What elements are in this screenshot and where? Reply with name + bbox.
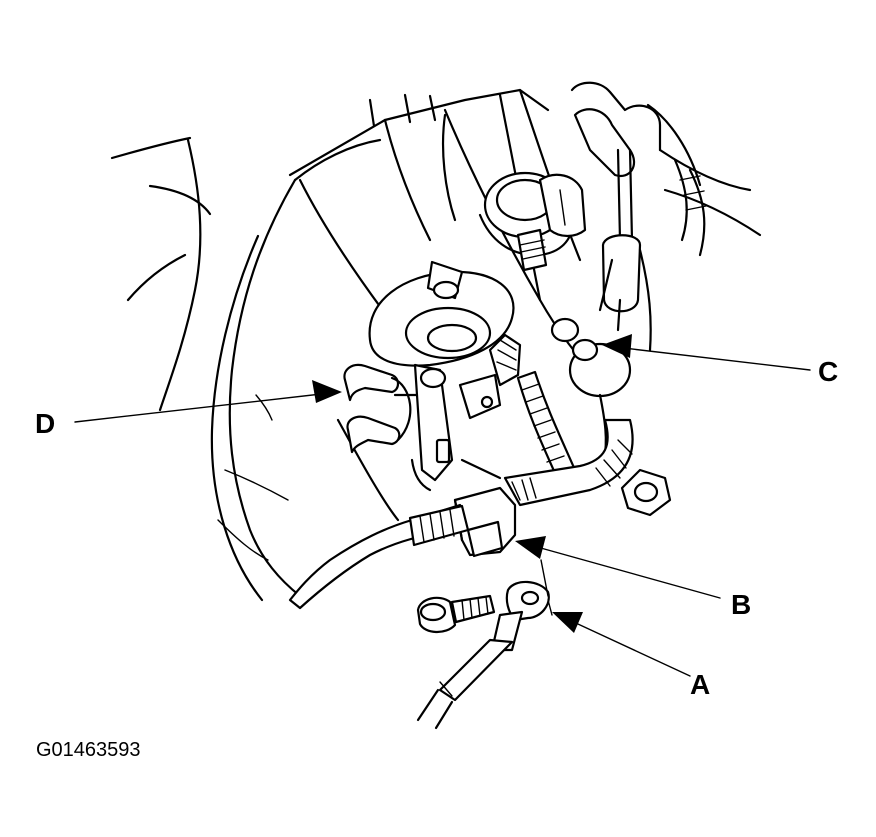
mounting-bolt xyxy=(416,594,496,634)
callout-b-arrowhead xyxy=(515,536,546,559)
ground-cable xyxy=(288,503,470,610)
starter-mounting-flange xyxy=(368,260,522,492)
alignment-guides xyxy=(540,559,553,616)
harness-clamp-bracket xyxy=(343,363,422,454)
callout-label-b: B xyxy=(731,589,751,620)
callout-a-arrowhead xyxy=(552,612,583,633)
cable-clamp xyxy=(453,486,517,558)
callout-d-arrowhead xyxy=(312,380,342,403)
figure-code: G01463593 xyxy=(36,739,141,761)
ground-terminal xyxy=(416,580,550,730)
positive-cable-harness xyxy=(503,317,634,507)
callout-label-a: A xyxy=(690,669,710,700)
callout-label-c: C xyxy=(818,356,838,387)
callout-label-d: D xyxy=(35,408,55,439)
terminal-nut xyxy=(620,468,672,517)
engine-block-outline xyxy=(110,136,400,602)
callout-c-arrowhead xyxy=(602,334,632,358)
callout-leaders xyxy=(74,334,811,677)
hose-assembly xyxy=(570,81,762,352)
starter-motor-body xyxy=(288,88,602,382)
